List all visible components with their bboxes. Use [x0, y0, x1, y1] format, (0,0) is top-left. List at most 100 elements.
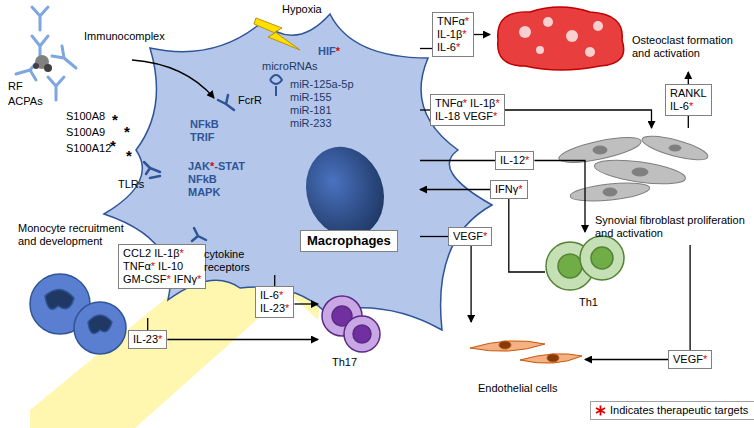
- marker-symbol: *: [110, 138, 116, 153]
- legend-asterisk: [595, 405, 606, 416]
- immunocomplex: [52, 46, 76, 68]
- osteoclast-cell: [536, 46, 544, 54]
- target-asterisk: *: [151, 260, 155, 272]
- osteoclast-node: Osteoclast formation and activation: [490, 4, 748, 72]
- text-line: IL-6*: [260, 289, 289, 302]
- text-line: JAK*-STAT: [188, 160, 245, 173]
- node-text: Endothelial cells: [478, 382, 558, 395]
- label: FcrR: [238, 94, 262, 107]
- node-text: miR-125a-5p miR-155 miR-181 miR-233: [290, 78, 354, 130]
- cytokine-box: VEGF*: [448, 227, 492, 246]
- target-asterisk: *: [493, 110, 497, 122]
- text-line: RANKL: [670, 87, 707, 100]
- immunocomplex: [33, 63, 39, 69]
- target-asterisk: *: [456, 41, 460, 53]
- node-text: IL-12*: [500, 154, 529, 167]
- text-line: miR-181: [290, 104, 354, 117]
- node-text: Synovial fibroblast proliferation and ac…: [595, 214, 745, 240]
- target-asterisk: *: [197, 273, 201, 285]
- node-text: microRNAs: [262, 60, 318, 73]
- node-text: NFkB TRIF: [190, 118, 219, 144]
- connector: [689, 245, 690, 350]
- marker-symbol: *: [112, 112, 118, 127]
- endothelial-cells: [499, 341, 511, 349]
- connector: [294, 303, 318, 304]
- immunocomplex-arrow: [132, 60, 214, 98]
- text-line: IL-23*: [260, 302, 289, 315]
- fibroblast-cells: [669, 145, 681, 151]
- text-line: MAPK: [188, 186, 245, 199]
- connector: [505, 110, 652, 128]
- th17-cells: [353, 325, 371, 343]
- label: RF: [8, 80, 23, 93]
- node-text: JAK*-STAT NFkB MAPK: [188, 160, 245, 199]
- osteoclast-cell: [543, 17, 553, 27]
- immunocomplex: [16, 61, 38, 80]
- fibroblast-cells: [640, 131, 710, 164]
- th17-node: Th17: [318, 290, 380, 372]
- th1-cells: [580, 236, 624, 280]
- cytokine-box: IL-6* IL-23*: [255, 286, 294, 318]
- connector: [147, 318, 148, 330]
- macrophage-body: [270, 75, 282, 96]
- target-asterisk: *: [495, 97, 499, 109]
- target-asterisk: *: [158, 333, 162, 345]
- osteoclast-cell: [585, 47, 595, 57]
- fibroblast-cells: [569, 180, 650, 204]
- target-asterisk: *: [518, 183, 522, 195]
- label: ACPAs: [8, 95, 43, 108]
- connector: [274, 275, 275, 286]
- fibroblast-cells: [593, 146, 607, 154]
- th1-cells: [558, 254, 582, 278]
- text-line: miR-155: [290, 91, 354, 104]
- osteoclast-cell: [566, 30, 578, 42]
- node-text: TNFα* IL-1β* IL-18 VEGF*: [435, 97, 500, 123]
- target-asterisk: *: [285, 302, 289, 314]
- text-line: IL-6*: [437, 41, 469, 54]
- fibroblast-cells: [557, 131, 710, 204]
- text-line: IL-1β*: [437, 28, 469, 41]
- th1-cells: [591, 247, 613, 269]
- marker-symbol: *: [124, 124, 130, 139]
- target-asterisk: *: [279, 289, 283, 301]
- immunocomplex: [32, 7, 48, 30]
- endothelial-node: Endothelial cells: [450, 322, 585, 400]
- label: Immunocomplex: [84, 30, 165, 43]
- connector: [420, 189, 490, 190]
- text-line: GM-CSF* IFNγ*: [123, 273, 201, 286]
- th17-cells: [344, 316, 380, 352]
- cytokine-box: IL-23*: [128, 330, 167, 349]
- immunocomplex: [16, 7, 76, 100]
- monocyte-cells: [74, 302, 126, 354]
- legend-text: Indicates therapeutic targets: [610, 404, 748, 417]
- macrophage-body: [104, 14, 492, 330]
- text-line: IL-18 VEGF*: [435, 110, 500, 123]
- node-text: VEGF*: [673, 353, 707, 366]
- node-text: VEGF*: [453, 230, 487, 243]
- cytokine-box: RANKL IL-6*: [665, 84, 712, 116]
- osteoclast-cell: [498, 7, 624, 70]
- hypoxia-bolt: [254, 18, 300, 50]
- endothelial-cells: [547, 354, 559, 362]
- label: Hypoxia: [282, 3, 322, 16]
- node-text: IFNγ*: [495, 183, 523, 196]
- connector: [167, 339, 318, 340]
- osteoclast-cell: [593, 21, 603, 31]
- connector: [420, 236, 448, 237]
- label: S100A9: [66, 126, 105, 139]
- osteoclast-cell: [498, 7, 624, 70]
- connector: [688, 72, 689, 84]
- fibroblast-node: Synovial fibroblast proliferation and ac…: [555, 128, 748, 245]
- target-asterisk: *: [465, 15, 469, 27]
- monocyte-cells: [45, 289, 74, 309]
- node-text: IL-6* IL-23*: [260, 289, 289, 315]
- connector: [509, 199, 545, 272]
- node-text: Th17: [332, 356, 357, 369]
- target-asterisk: *: [210, 160, 214, 172]
- target-asterisk: *: [166, 273, 170, 285]
- target-asterisk: *: [703, 353, 707, 365]
- connector: [474, 34, 490, 35]
- endothelial-cells: [520, 354, 582, 363]
- target-asterisk: *: [525, 154, 529, 166]
- node-text: CCL2 IL-1β* TNFα* IL-10 GM-CSF* IFNγ*: [123, 247, 201, 286]
